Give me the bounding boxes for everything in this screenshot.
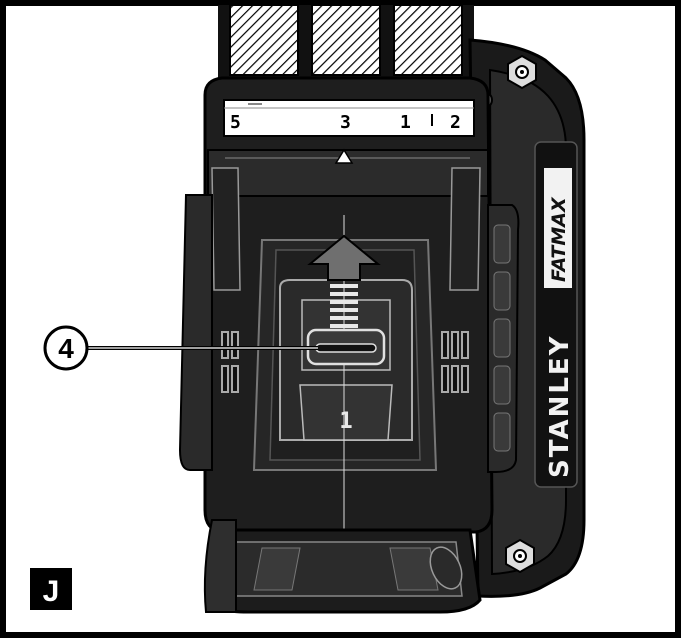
scale-mark-3: 3 [340, 112, 351, 133]
pointer-triangle [334, 148, 354, 164]
brand-logo: STANLEY FATMAX [544, 168, 575, 478]
slider-button [306, 234, 386, 366]
callout-number: 4 [58, 333, 74, 364]
figure-letter: J [43, 575, 60, 608]
figure-label: J [30, 568, 72, 610]
slide-direction-arrow [307, 234, 381, 328]
bottom-base [203, 519, 482, 614]
callout-4: 4 [43, 325, 89, 371]
brand-name: STANLEY [545, 335, 575, 478]
scale-mark-1: 1 [400, 112, 411, 133]
scale-mark-5: 5 [230, 112, 241, 133]
main-body [178, 76, 520, 610]
scale-mark-2: 2 [450, 112, 461, 133]
slider-mark: 1 [339, 409, 352, 434]
top-grip [218, 4, 474, 83]
brand-sub: FATMAX [548, 196, 570, 282]
